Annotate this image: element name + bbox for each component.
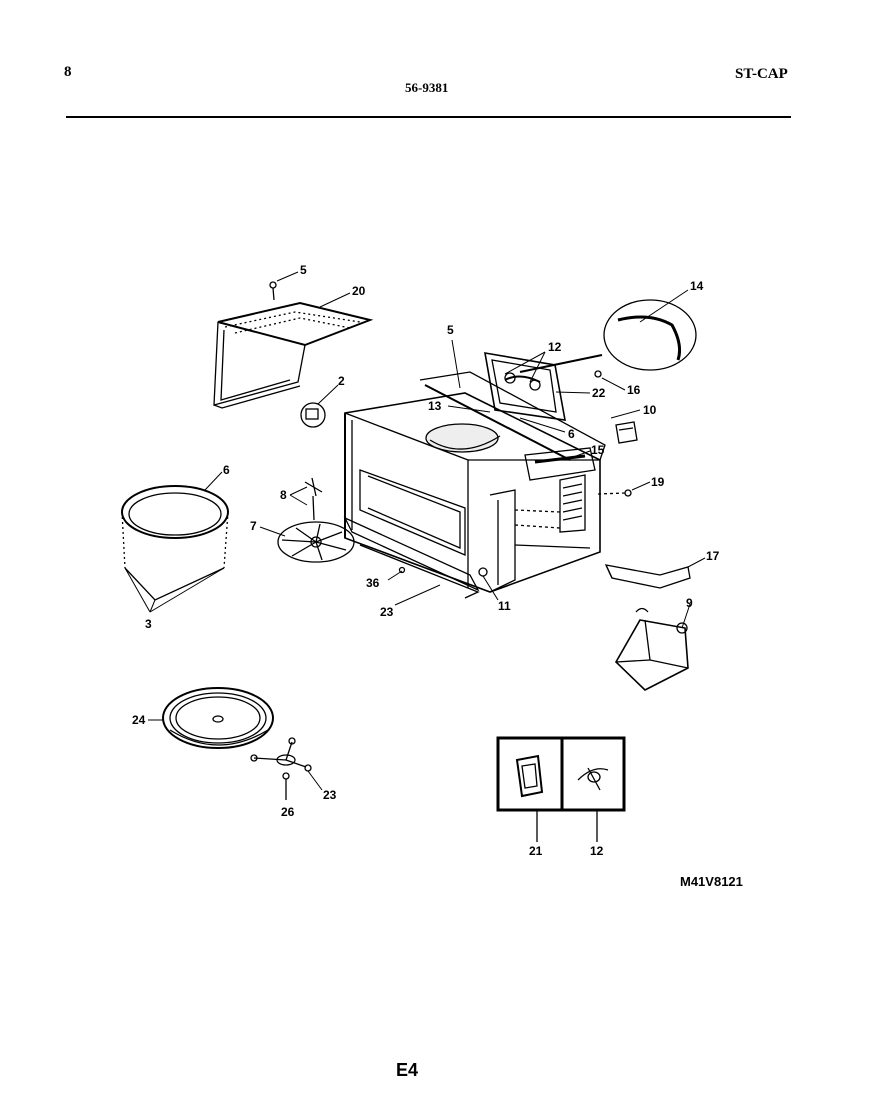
- turntable-glass-tray: [162, 687, 274, 749]
- page-code: E4: [396, 1060, 419, 1080]
- header-rule: [66, 116, 791, 118]
- drawing-code: M41V8121: [680, 874, 743, 889]
- callout-c15: 10: [643, 403, 657, 417]
- callout-c22: 11: [498, 599, 511, 613]
- callout-c9: 12: [548, 340, 562, 354]
- callout-c17: 19: [651, 475, 665, 489]
- callout-c2: 20: [352, 284, 366, 298]
- callout-c7: 3: [145, 617, 152, 631]
- callout-c27: 12: [590, 844, 604, 858]
- oven-cavity-cabinet: [344, 371, 606, 593]
- section-code: ST-CAP: [735, 66, 788, 82]
- callout-c14: 6: [568, 427, 575, 441]
- replacement-parts-inset: [496, 736, 626, 842]
- callout-c13: 13: [428, 399, 442, 413]
- antenna-bracket-assembly: [484, 352, 566, 421]
- callout-c12: 16: [627, 383, 641, 397]
- thermal-protector-part: [300, 402, 326, 428]
- page-number: 8: [64, 64, 72, 80]
- roller-support: [250, 737, 312, 800]
- callout-c5: 8: [280, 488, 287, 502]
- callout-c16: 15: [591, 443, 605, 457]
- model-number: 56-9381: [405, 80, 449, 95]
- callout-c21: 23: [380, 605, 394, 619]
- callout-leader-lines: [124, 271, 706, 791]
- coupler-and-fan-blade: [277, 477, 355, 563]
- screw-parts: [594, 370, 632, 497]
- callout-c20: 36: [366, 576, 380, 590]
- fan-motor-housing-part: [614, 607, 689, 691]
- callout-c10: 14: [690, 279, 704, 293]
- callout-c3: 2: [338, 374, 345, 388]
- light-shade-cylinder: [121, 485, 229, 601]
- callout-c23: 24: [132, 713, 146, 727]
- callout-c8: 5: [447, 323, 454, 337]
- callout-c1: 5: [300, 263, 307, 277]
- callout-c18: 17: [706, 549, 720, 563]
- callout-c11: 22: [592, 386, 606, 400]
- callout-c24: 23: [323, 788, 337, 802]
- callout-c19: 9: [686, 596, 693, 610]
- top-cover-panel: [213, 281, 374, 409]
- bottom-bracket-part: [604, 564, 691, 589]
- callout-c4: 6: [223, 463, 230, 477]
- callout-labels: 5 20 2 6 8 7 3 5 12 14 22 16 13 6 10 15 …: [132, 263, 720, 858]
- callout-c26: 21: [529, 844, 543, 858]
- callout-c6: 7: [250, 519, 257, 533]
- callout-c25: 26: [281, 805, 295, 819]
- switch-part: [615, 421, 638, 444]
- waveguide-detail-circle: [519, 299, 697, 373]
